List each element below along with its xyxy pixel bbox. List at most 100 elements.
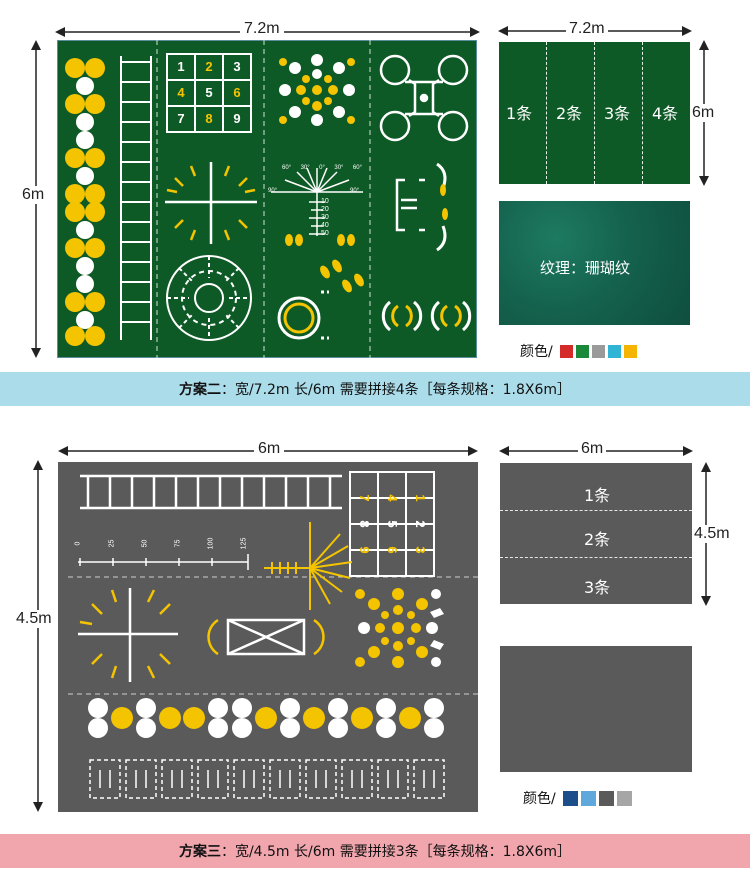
plan2-strip-4: 4条	[652, 104, 679, 123]
plan2-ring-pair	[381, 300, 472, 332]
plan2-quad-circles	[379, 54, 469, 142]
hop-number: 4	[177, 85, 185, 100]
plan2-angle-marks: 60° 30° 0° 30° 60°	[282, 165, 362, 171]
color-swatch-red	[559, 344, 573, 358]
plan2-hop-grid	[166, 53, 252, 133]
color-swatch-yellow	[623, 344, 637, 358]
hop-number: 1	[413, 494, 428, 502]
ruler-mark: 40	[321, 222, 329, 229]
hop-number: 8	[205, 111, 213, 126]
hop-number: 9	[357, 546, 372, 554]
angle-mark: 60°	[282, 165, 292, 171]
plan2-caption: 方案二 ：宽/7.2m 长/6m 需要拼接4条［每条规格：1.8X6m］	[0, 372, 750, 406]
plan3-strip-3: 3条	[584, 578, 611, 597]
ruler-mark: 10	[321, 198, 329, 205]
hop-number: 3	[233, 59, 241, 74]
plan3-caption-text: ：宽/4.5m 长/6m 需要拼接3条［每条规格：1.8X6m］	[220, 844, 572, 860]
plan2-color-label: 颜色/	[520, 344, 553, 360]
plan3-radial-dots	[355, 588, 444, 668]
plan2-texture-sample	[499, 201, 690, 325]
angle-mark: 0°	[319, 165, 325, 171]
plan2-colors: 颜色/	[520, 341, 637, 361]
plan3-color-label: 颜色/	[523, 791, 556, 807]
angle-mark: 60°	[352, 165, 362, 171]
plan2-strip-height-label: 6m	[692, 104, 715, 122]
plan3-ruler	[78, 554, 249, 570]
plan2-ladder	[120, 56, 152, 340]
ruler-mark: 100	[207, 537, 215, 550]
ruler-mark: 25	[108, 539, 116, 548]
plan3-texture-sample	[500, 646, 692, 772]
hop-number: 8	[357, 520, 372, 528]
hop-number: 3	[413, 546, 428, 554]
plan3-caption: 方案三 ：宽/4.5m 长/6m 需要拼接3条［每条规格：1.8X6m］	[0, 834, 750, 868]
plan2-mat	[57, 40, 477, 358]
hop-number: 6	[233, 85, 241, 100]
ruler-mark: 20	[321, 206, 329, 213]
plan3-ladder	[80, 474, 342, 510]
ruler-mark: 75	[174, 539, 182, 548]
plan2-height-label: 6m	[22, 186, 45, 204]
plan2-angle-side-left: 90°	[268, 188, 278, 194]
ruler-mark: 125	[240, 537, 248, 550]
color-swatch-lightblue	[580, 790, 596, 806]
hop-number: 5	[205, 85, 213, 100]
plan3-angle-fan	[264, 522, 353, 610]
hop-number: 1	[177, 59, 185, 74]
plan3-cross	[78, 588, 178, 682]
plan3-colors: 颜色/	[523, 788, 632, 808]
plan2-dot-column	[65, 58, 105, 346]
plan2-caption-title: 方案二	[178, 382, 221, 398]
color-swatch-cyan	[607, 344, 621, 358]
plan3-strip-2: 2条	[584, 530, 611, 549]
hop-number: 7	[357, 494, 372, 502]
angle-mark: 30°	[334, 165, 344, 171]
hop-number: 2	[205, 59, 213, 74]
plan2-angle-side-right: 90°	[350, 188, 360, 194]
plan3-mat	[58, 462, 478, 812]
plan2-ruler-marks: 10 20 30 40 50	[321, 198, 329, 238]
plan2-circle-target	[166, 255, 252, 341]
color-swatch-gray	[591, 344, 605, 358]
plan3-dot-row	[88, 698, 444, 738]
ruler-mark: 0	[74, 541, 82, 546]
hop-number: 7	[177, 111, 185, 126]
angle-mark: 30°	[300, 165, 310, 171]
plan3-height-arrow	[33, 460, 43, 812]
plan2-strip-2: 2条	[556, 104, 583, 123]
plan2-strip-width-label: 7.2m	[566, 20, 608, 38]
plan2-angle-ruler	[271, 167, 363, 236]
color-swatch-navy	[562, 790, 578, 806]
plan2-strip-3: 3条	[604, 104, 631, 123]
plan2-width-label: 7.2m	[240, 20, 284, 38]
plan2-cross	[165, 162, 257, 244]
plan2-strip-panel	[499, 42, 690, 184]
hop-number: 5	[385, 520, 400, 528]
plan3-strip-panel	[500, 463, 692, 604]
plan3-strip-height-label: 4.5m	[694, 525, 730, 543]
plan3-width-label: 6m	[254, 440, 285, 458]
plan3-hop-numbers: 7 4 1 8 5 2 9 6 3	[350, 485, 434, 589]
plan3-strip-1: 1条	[584, 486, 611, 505]
ruler-mark: 30	[321, 214, 329, 221]
hop-number: 9	[233, 111, 241, 126]
plan2-hop-numbers: 1 2 3 4 5 6 7 8 9	[167, 54, 251, 132]
ruler-mark: 50	[141, 539, 149, 548]
color-swatch-lightgray	[616, 790, 632, 806]
plan2-texture-label: 纹理：珊瑚纹	[540, 259, 631, 277]
plan3-height-label: 4.5m	[16, 610, 52, 628]
hop-number: 6	[385, 546, 400, 554]
plan2-caption-text: ：宽/7.2m 长/6m 需要拼接4条［每条规格：1.8X6m］	[220, 382, 572, 398]
plan3-hourglass	[207, 618, 325, 656]
ruler-mark: 50	[321, 230, 329, 237]
plan2-footprints	[285, 234, 364, 293]
plan3-hop-grid	[349, 471, 435, 577]
plan2-strip-1: 1条	[506, 104, 533, 123]
plan3-caption-title: 方案三	[178, 844, 221, 860]
color-swatch-darkgray	[598, 790, 614, 806]
plan3-strip-width-label: 6m	[578, 440, 607, 458]
hop-number: 2	[413, 520, 428, 528]
plan2-radial-dots	[279, 54, 355, 126]
plan2-arc-pair	[277, 290, 329, 340]
plan2-bracket	[395, 178, 425, 232]
